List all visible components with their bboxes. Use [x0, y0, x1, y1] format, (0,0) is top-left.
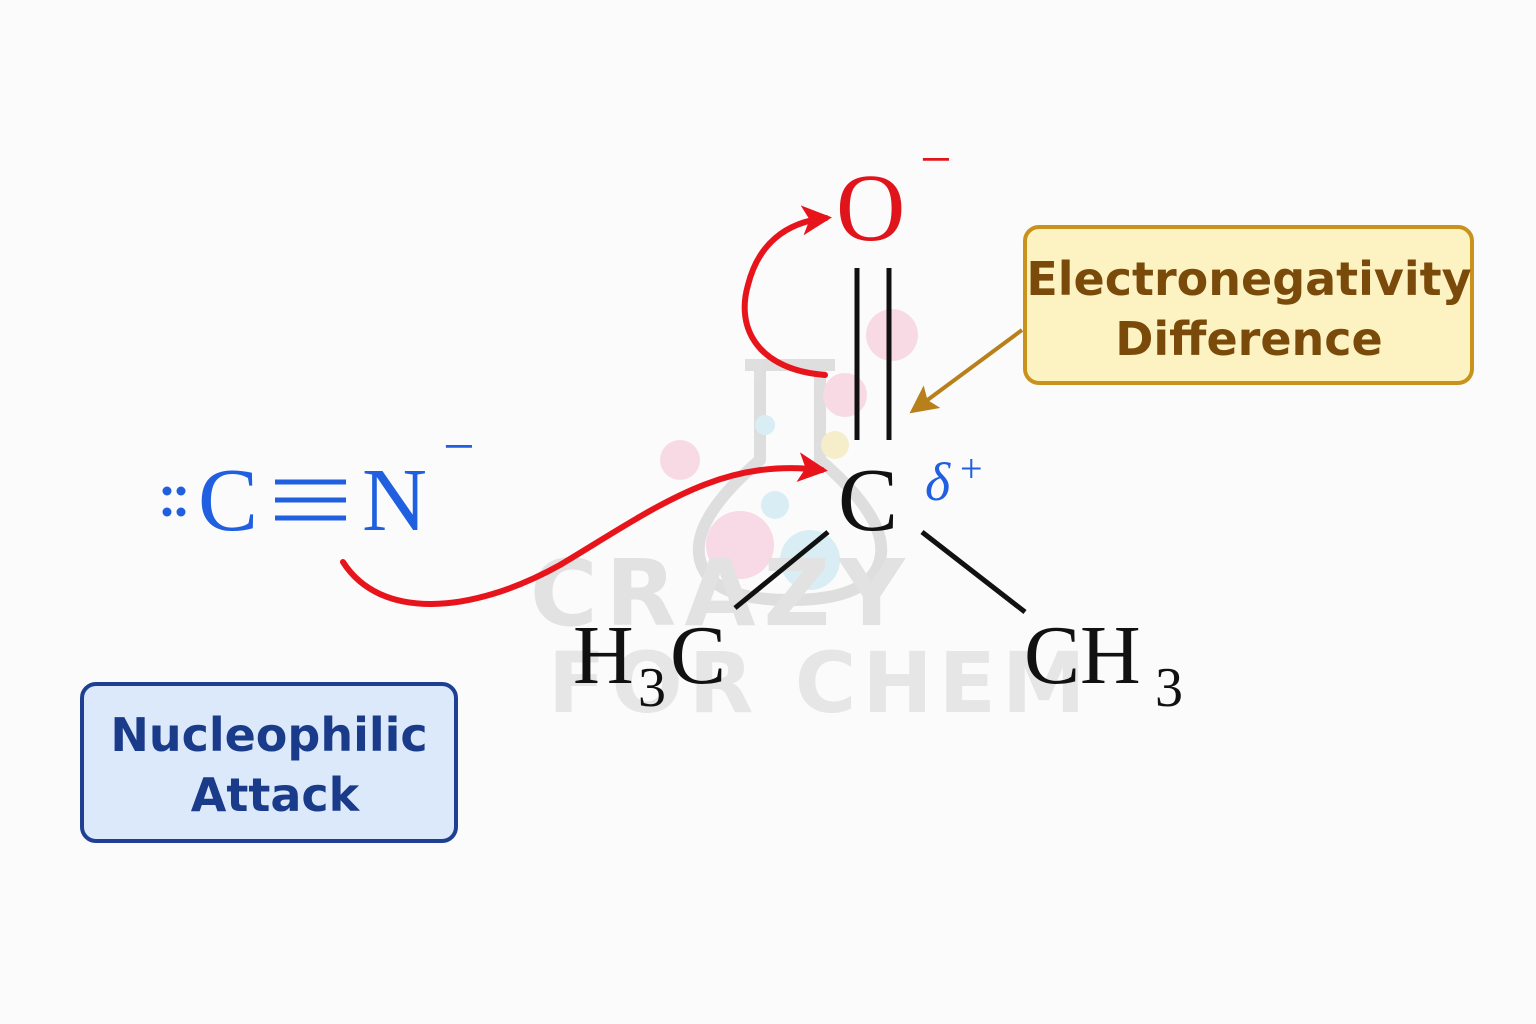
- left-methyl-h: H: [573, 609, 634, 702]
- left-methyl-group: H 3 C: [573, 609, 726, 719]
- lone-pair: [162, 486, 186, 517]
- electronegativity-line2: Difference: [1115, 312, 1383, 366]
- bond-right: [920, 530, 1027, 614]
- left-methyl-c: C: [670, 609, 726, 702]
- partial-positive-delta: δ: [925, 452, 951, 512]
- left-methyl-sub: 3: [638, 657, 666, 719]
- single-bonds: [733, 530, 1027, 614]
- nucleophilic-line2: Attack: [191, 768, 361, 822]
- cyanide-ion: C N −: [162, 416, 475, 550]
- nucleophilic-line1: Nucleophilic: [110, 708, 427, 762]
- oxygen-atom: O: [836, 154, 905, 261]
- watermark-line2: FOR CHEM: [548, 634, 1092, 732]
- triple-bond: [275, 479, 346, 521]
- cyanide-charge: −: [443, 416, 475, 478]
- carbonyl-carbon: C: [838, 451, 898, 550]
- electronegativity-line1: Electronegativity: [1026, 252, 1471, 306]
- partial-positive-sign: +: [960, 446, 983, 491]
- watermark-line1: CRAZY: [530, 540, 913, 647]
- oxygen-charge: −: [920, 129, 952, 191]
- electronegativity-pointer-arrow: [909, 328, 1024, 414]
- double-bond: [854, 268, 892, 440]
- cyanide-nitrogen: N: [362, 451, 427, 550]
- electronegativity-label: Electronegativity Difference: [1023, 225, 1474, 385]
- nucleophilic-attack-label: Nucleophilic Attack: [80, 682, 458, 843]
- electron-shift-arrow: [741, 205, 832, 378]
- cyanide-carbon: C: [198, 451, 258, 550]
- nucleophilic-attack-arrow: [340, 452, 828, 607]
- right-methyl-group: CH 3: [1024, 609, 1183, 719]
- right-methyl-ch: CH: [1024, 609, 1141, 702]
- bond-left: [733, 530, 830, 610]
- right-methyl-sub: 3: [1155, 657, 1183, 719]
